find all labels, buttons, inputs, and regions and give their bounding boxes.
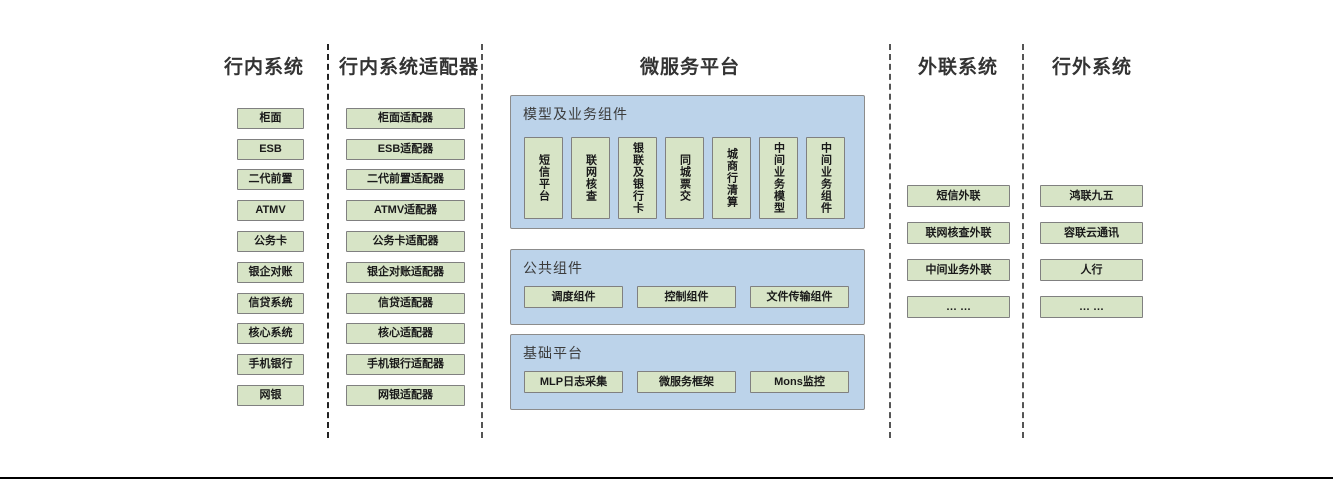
list-item[interactable]: 短信外联 <box>907 185 1010 207</box>
divider-3 <box>889 44 891 438</box>
list-item[interactable]: ESB适配器 <box>346 139 465 160</box>
column-title-internal-systems: 行内系统 <box>223 57 304 78</box>
list-item[interactable]: 手机银行适配器 <box>346 354 465 375</box>
divider-1 <box>327 44 329 438</box>
list-item[interactable]: 手机银行 <box>237 354 304 375</box>
divider-2 <box>481 44 483 438</box>
list-item[interactable]: 人行 <box>1040 259 1143 281</box>
column-title-microservice-platform: 微服务平台 <box>639 57 740 78</box>
list-item[interactable]: 银企对账适配器 <box>346 262 465 283</box>
panel-title: 模型及业务组件 <box>523 106 628 122</box>
panel-title: 公共组件 <box>523 260 583 276</box>
column-title-external-liaison-systems: 外联系统 <box>917 57 998 78</box>
list-item[interactable]: 容联云通讯 <box>1040 222 1143 244</box>
list-item[interactable]: 核心系统 <box>237 323 304 344</box>
list-item[interactable]: ATMV适配器 <box>346 200 465 221</box>
list-item[interactable]: 联网核查外联 <box>907 222 1010 244</box>
list-item[interactable]: … … <box>907 296 1010 318</box>
component-box[interactable]: 调度组件 <box>524 286 623 308</box>
component-box[interactable]: 联网核查 <box>571 137 610 219</box>
component-box[interactable]: 城商行清算 <box>712 137 751 219</box>
list-item[interactable]: 公务卡 <box>237 231 304 252</box>
divider-4 <box>1022 44 1024 438</box>
component-box[interactable]: 中间业务模型 <box>759 137 798 219</box>
list-item[interactable]: 信贷系统 <box>237 293 304 314</box>
list-item[interactable]: 网银 <box>237 385 304 406</box>
component-box[interactable]: Mons监控 <box>750 371 849 393</box>
component-box[interactable]: 微服务框架 <box>637 371 736 393</box>
list-item[interactable]: 二代前置适配器 <box>346 169 465 190</box>
component-box[interactable]: 同城票交 <box>665 137 704 219</box>
list-item[interactable]: 信贷适配器 <box>346 293 465 314</box>
list-item[interactable]: 鸿联九五 <box>1040 185 1143 207</box>
bottom-divider <box>0 477 1333 479</box>
list-item[interactable]: 二代前置 <box>237 169 304 190</box>
list-item[interactable]: 公务卡适配器 <box>346 231 465 252</box>
column-title-outside-bank-systems: 行外系统 <box>1051 57 1132 78</box>
list-item[interactable]: ESB <box>237 139 304 160</box>
component-box[interactable]: 短信平台 <box>524 137 563 219</box>
list-item[interactable]: 核心适配器 <box>346 323 465 344</box>
component-box[interactable]: 中间业务组件 <box>806 137 845 219</box>
component-box[interactable]: 银联及银行卡 <box>618 137 657 219</box>
list-item[interactable]: 中间业务外联 <box>907 259 1010 281</box>
component-box[interactable]: MLP日志采集 <box>524 371 623 393</box>
component-box[interactable]: 文件传输组件 <box>750 286 849 308</box>
component-box[interactable]: 控制组件 <box>637 286 736 308</box>
list-item[interactable]: 网银适配器 <box>346 385 465 406</box>
list-item[interactable]: … … <box>1040 296 1143 318</box>
list-item[interactable]: 柜面 <box>237 108 304 129</box>
list-item[interactable]: 银企对账 <box>237 262 304 283</box>
panel-title: 基础平台 <box>523 345 583 361</box>
list-item[interactable]: 柜面适配器 <box>346 108 465 129</box>
list-item[interactable]: ATMV <box>237 200 304 221</box>
column-title-internal-system-adapters: 行内系统适配器 <box>338 57 479 78</box>
